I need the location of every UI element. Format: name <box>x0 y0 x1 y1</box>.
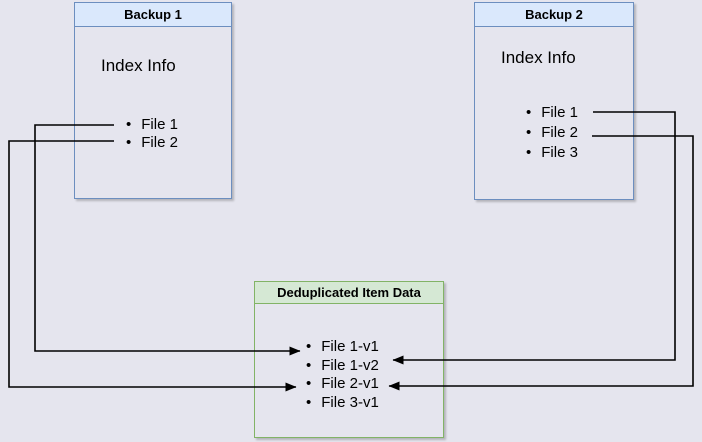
backup1-index-info-label: Index Info <box>101 56 176 75</box>
backup1-box: Backup 1 Index Info File 1 File 2 <box>74 2 232 199</box>
backup2-title: Backup 2 <box>475 3 633 27</box>
backup2-box: Backup 2 Index Info File 1 File 2 File 3 <box>474 2 634 200</box>
backup2-file-list: File 1 File 2 File 3 <box>526 103 578 163</box>
dedup-title: Deduplicated Item Data <box>255 282 443 304</box>
backup1-file-item: File 1 <box>126 116 178 134</box>
dedup-item-list: File 1-v1 File 1-v2 File 2-v1 File 3-v1 <box>306 338 379 412</box>
backup1-file-item: File 2 <box>126 134 178 152</box>
dedup-box: Deduplicated Item Data File 1-v1 File 1-… <box>254 281 444 438</box>
backup1-title: Backup 1 <box>75 3 231 27</box>
dedup-item: File 2-v1 <box>306 375 379 394</box>
dedup-item: File 1-v1 <box>306 338 379 357</box>
backup1-file-list: File 1 File 2 <box>126 116 178 152</box>
dedup-item: File 3-v1 <box>306 394 379 413</box>
backup2-file-item: File 3 <box>526 143 578 163</box>
backup2-file-item: File 2 <box>526 123 578 143</box>
backup2-file-item: File 1 <box>526 103 578 123</box>
dedup-item: File 1-v2 <box>306 357 379 376</box>
backup2-index-info-label: Index Info <box>501 48 576 67</box>
